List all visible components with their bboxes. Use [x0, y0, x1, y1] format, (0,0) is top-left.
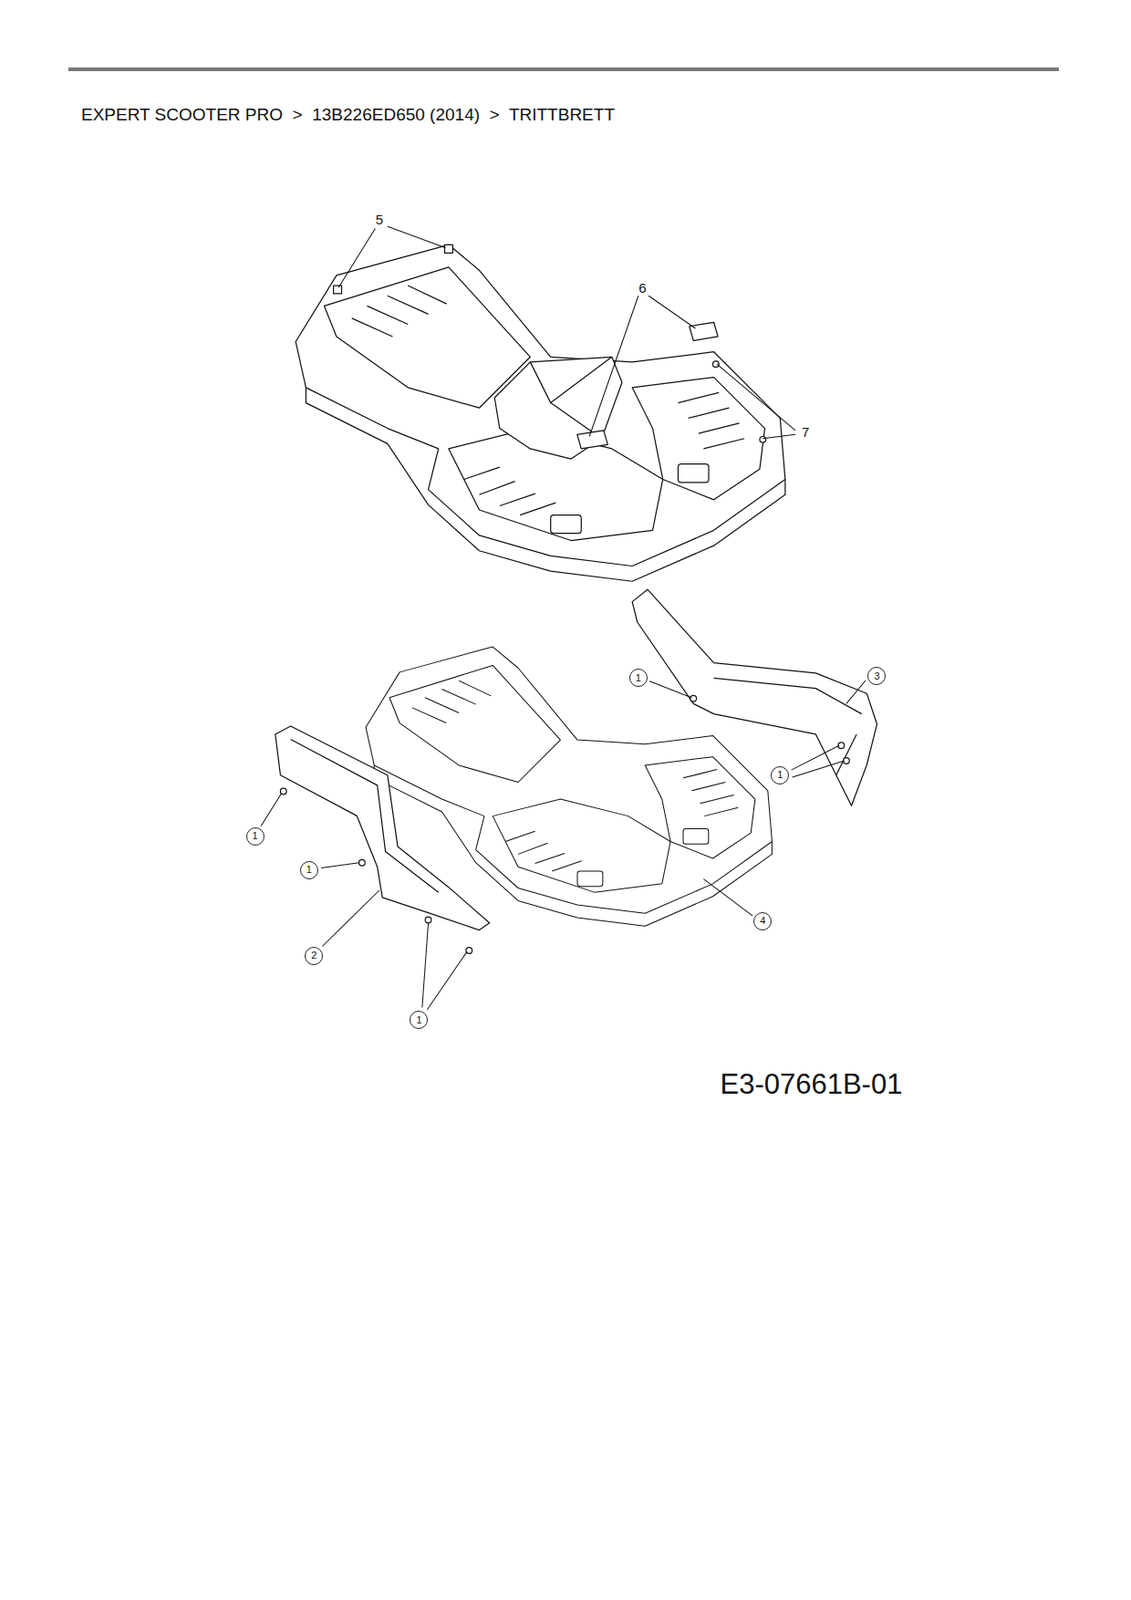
leader-lines: [260, 226, 866, 1010]
callout-number: 2: [304, 946, 323, 965]
callout-number: 3: [867, 666, 886, 685]
callout-number: 5: [373, 211, 385, 228]
callout-number: 7: [799, 423, 811, 439]
figure-id: E3-07661B-01: [719, 1069, 903, 1099]
callout-number: 1: [300, 861, 319, 880]
callout-number: 1: [629, 668, 648, 687]
callout-number: 6: [636, 280, 648, 296]
callout-number: 4: [753, 912, 772, 931]
page-title: EXPERT SCOOTER PRO > 13B226ED650 (2014) …: [81, 105, 615, 124]
callout-number: 1: [770, 766, 789, 785]
callout-number: 1: [409, 1010, 428, 1029]
callout-number: 1: [246, 827, 265, 846]
header-rule: [68, 67, 1059, 72]
